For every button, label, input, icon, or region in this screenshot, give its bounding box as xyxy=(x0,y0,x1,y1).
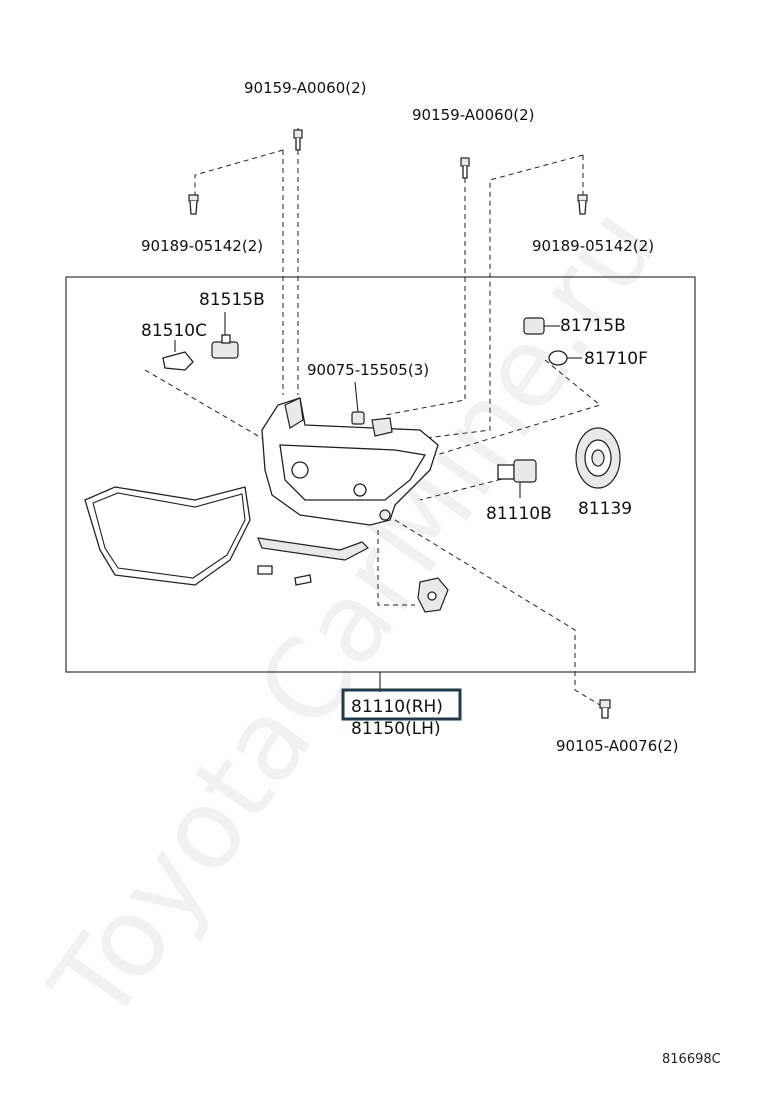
bolt-icon xyxy=(599,699,611,719)
bulb-icon xyxy=(162,340,194,371)
socket-icon xyxy=(523,317,560,335)
label-81715b: 81715B xyxy=(560,316,626,336)
label-90189-right: 90189-05142(2) xyxy=(532,237,654,255)
headlamp-lens xyxy=(84,486,251,586)
label-81110b: 81110B xyxy=(486,504,552,524)
bolt-icon xyxy=(460,157,470,179)
label-90105: 90105-A0076(2) xyxy=(556,737,678,755)
watermark: ToyotaCarMine.ru xyxy=(26,184,683,1045)
label-90189-left: 90189-05142(2) xyxy=(141,237,263,255)
label-81510c: 81510C xyxy=(141,321,207,341)
diagram-reference-code: 816698C xyxy=(662,1052,721,1067)
label-assembly-lh: 81150(LH) xyxy=(351,719,441,739)
bulb-cover-icon xyxy=(575,427,621,489)
label-81710f: 81710F xyxy=(584,349,648,369)
label-90159-top-mid: 90159-A0060(2) xyxy=(412,106,534,124)
headlamp-bulb-icon xyxy=(497,459,537,498)
clip-icon xyxy=(351,381,365,425)
bolt-icon xyxy=(257,565,312,586)
reflector-strip xyxy=(257,537,370,561)
leveling-motor-icon xyxy=(417,577,449,613)
label-assembly-rh: 81110(RH) xyxy=(351,697,443,717)
headlamp-housing xyxy=(261,397,439,526)
label-90075: 90075-15505(3) xyxy=(307,361,429,379)
screw-icon xyxy=(188,194,199,215)
screw-icon xyxy=(577,194,588,215)
bolt-icon xyxy=(293,128,303,151)
socket-icon xyxy=(211,312,239,359)
label-81515b: 81515B xyxy=(199,290,265,310)
label-81139: 81139 xyxy=(578,499,632,519)
bulb-icon xyxy=(548,350,582,366)
label-90159-top-left: 90159-A0060(2) xyxy=(244,79,366,97)
assembly-highlight-box xyxy=(341,688,462,721)
